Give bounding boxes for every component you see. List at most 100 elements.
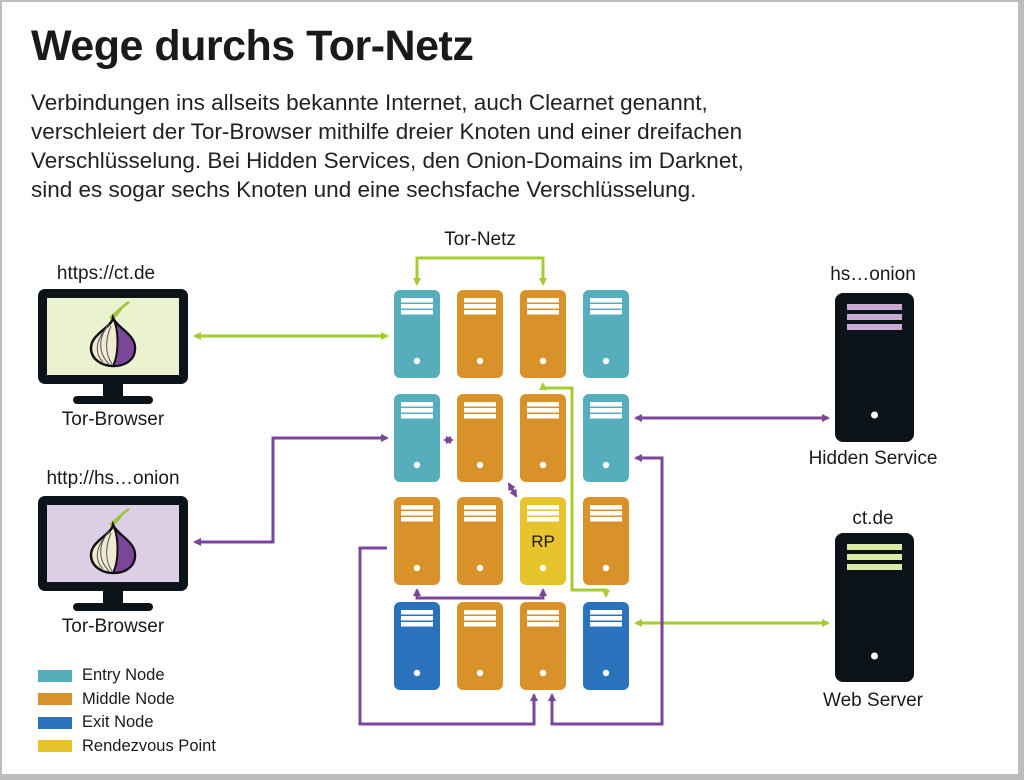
- node-body: [583, 497, 629, 585]
- exit-node: [394, 602, 440, 690]
- node-stripe: [590, 304, 622, 309]
- legend-label: Rendezvous Point: [82, 736, 216, 755]
- legend: Entry Node Middle Node Exit Node Rendezv…: [38, 664, 216, 758]
- node-led: [602, 357, 610, 365]
- node-led: [476, 461, 484, 469]
- node-led: [539, 564, 547, 572]
- node-body: [394, 602, 440, 690]
- node-stripe: [527, 414, 559, 419]
- web-server-name: Web Server: [823, 690, 923, 711]
- node-body: [583, 602, 629, 690]
- node-stripe: [464, 402, 496, 407]
- node-stripe: [590, 402, 622, 407]
- tor-onion-icon: [89, 300, 137, 368]
- arrow-loop-right: [548, 454, 664, 726]
- node-stripe: [401, 517, 433, 522]
- node-stripe: [590, 310, 622, 315]
- node-body: [394, 394, 440, 482]
- node-stripe: [590, 414, 622, 419]
- page-title: Wege durchs Tor-Netz: [31, 22, 474, 70]
- node-stripe: [527, 511, 559, 516]
- legend-item: Exit Node: [38, 711, 216, 735]
- node-stripe: [464, 511, 496, 516]
- rendezvous-node: RP: [520, 497, 566, 585]
- client-onion-url: http://hs…onion: [46, 468, 180, 489]
- node-stripe: [527, 310, 559, 315]
- middle-node: [520, 290, 566, 378]
- node-stripe: [401, 622, 433, 627]
- hidden-service-name: Hidden Service: [808, 448, 938, 469]
- node-stripe: [401, 408, 433, 413]
- middle-node: [520, 602, 566, 690]
- middle-node: [520, 394, 566, 482]
- node-stripe: [464, 610, 496, 615]
- server-stripe: [847, 314, 902, 320]
- node-stripe: [401, 414, 433, 419]
- client-onion-name: Tor-Browser: [61, 616, 165, 637]
- legend-item: Entry Node: [38, 664, 216, 688]
- node-stripe: [590, 622, 622, 627]
- node-stripe: [464, 505, 496, 510]
- node-led: [602, 564, 610, 572]
- node-led: [539, 461, 547, 469]
- entry-node: [583, 290, 629, 378]
- middle-node: [457, 394, 503, 482]
- node-stripe: [527, 610, 559, 615]
- entry-node: [583, 394, 629, 482]
- node-stripe: [464, 310, 496, 315]
- middle-node: [583, 497, 629, 585]
- node-stripe: [527, 622, 559, 627]
- node-stripe: [590, 408, 622, 413]
- hidden-service-server: [835, 293, 914, 442]
- server-stripe: [847, 554, 902, 560]
- hidden-service-path: [193, 414, 830, 726]
- node-stripe: [590, 298, 622, 303]
- node-led: [413, 564, 421, 572]
- web-server: [835, 533, 914, 682]
- legend-label: Entry Node: [82, 666, 165, 685]
- node-body: [394, 497, 440, 585]
- node-stripe: [590, 610, 622, 615]
- monitor-neck: [103, 591, 123, 605]
- node-led: [413, 461, 421, 469]
- legend-item: Rendezvous Point: [38, 735, 216, 759]
- server-body: [835, 533, 914, 682]
- node-stripe: [590, 616, 622, 621]
- node-led: [476, 357, 484, 365]
- node-body: [457, 290, 503, 378]
- exit-node: [583, 602, 629, 690]
- legend-label: Middle Node: [82, 689, 175, 708]
- client-onion-monitor: [38, 496, 188, 611]
- intro-line: Verbindungen ins allseits bekannte Inter…: [31, 90, 708, 115]
- node-led: [476, 669, 484, 677]
- node-stripe: [401, 610, 433, 615]
- node-stripe: [527, 298, 559, 303]
- node-stripe: [464, 616, 496, 621]
- node-stripe: [464, 622, 496, 627]
- arrow-loop-left: [358, 546, 538, 726]
- server-stripe: [847, 544, 902, 550]
- middle-node: [457, 602, 503, 690]
- node-stripe: [590, 511, 622, 516]
- middle-node: [394, 497, 440, 585]
- rendezvous-label: RP: [531, 532, 555, 551]
- middle-node: [457, 497, 503, 585]
- node-stripe: [590, 517, 622, 522]
- tor-onion-icon: [89, 507, 137, 575]
- node-body: [457, 602, 503, 690]
- arrow-middle-rp: [507, 482, 518, 498]
- node-stripe: [401, 298, 433, 303]
- node-stripe: [464, 414, 496, 419]
- node-led: [602, 669, 610, 677]
- client-clearnet-url: https://ct.de: [56, 263, 156, 284]
- node-body: [520, 602, 566, 690]
- entry-node: [394, 394, 440, 482]
- node-stripe: [464, 298, 496, 303]
- node-stripe: [464, 517, 496, 522]
- arrow-middle-rp-bottom: [413, 588, 547, 600]
- node-stripe: [401, 402, 433, 407]
- legend-swatch-exit: [38, 716, 72, 729]
- node-led: [413, 357, 421, 365]
- monitor-neck: [103, 384, 123, 398]
